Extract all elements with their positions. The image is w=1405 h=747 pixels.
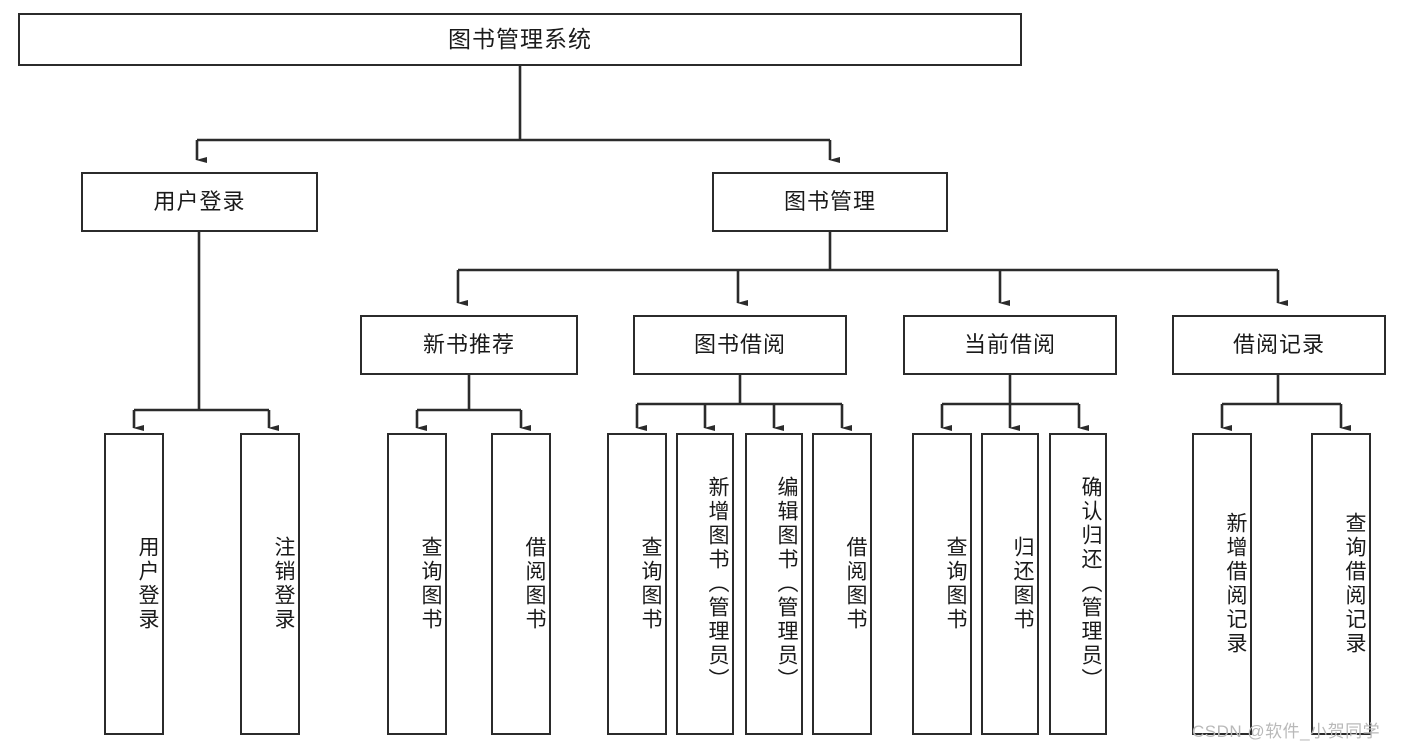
leaf-book-borrow-query-book[interactable]: 查询图书 bbox=[607, 433, 667, 735]
node-label: 借阅记录 bbox=[1232, 331, 1325, 357]
leaf-new-book-query-book[interactable]: 查询图书 bbox=[387, 433, 447, 735]
node-book-management[interactable]: 图书管理 bbox=[712, 172, 948, 232]
node-root-book-management-system[interactable]: 图书管理系统 bbox=[18, 13, 1022, 66]
node-label: 查询借阅记录 bbox=[1343, 512, 1366, 656]
leaf-current-borrow-confirm-return-admin[interactable]: 确认归还（管理员） bbox=[1049, 433, 1107, 735]
node-label: 用户登录 bbox=[153, 188, 246, 214]
leaf-current-borrow-query-book[interactable]: 查询图书 bbox=[912, 433, 972, 735]
node-label: 图书管理系统 bbox=[448, 25, 592, 52]
leaf-book-borrow-borrow-book[interactable]: 借阅图书 bbox=[812, 433, 872, 735]
node-label: 归还图书 bbox=[1011, 536, 1034, 632]
leaf-borrow-record-query-record[interactable]: 查询借阅记录 bbox=[1311, 433, 1371, 735]
leaf-current-borrow-return-book[interactable]: 归还图书 bbox=[981, 433, 1039, 735]
node-label: 查询图书 bbox=[639, 536, 662, 632]
leaf-user-login-logout[interactable]: 注销登录 bbox=[240, 433, 300, 735]
node-new-book-recommend[interactable]: 新书推荐 bbox=[360, 315, 578, 375]
node-borrow-record[interactable]: 借阅记录 bbox=[1172, 315, 1386, 375]
node-label: 查询图书 bbox=[419, 536, 442, 632]
node-label: 查询图书 bbox=[944, 536, 967, 632]
leaf-new-book-borrow-book[interactable]: 借阅图书 bbox=[491, 433, 551, 735]
leaf-user-login-login[interactable]: 用户登录 bbox=[104, 433, 164, 735]
node-label: 当前借阅 bbox=[963, 331, 1056, 357]
node-label: 编辑图书（管理员） bbox=[775, 476, 798, 692]
node-label: 图书管理 bbox=[783, 188, 876, 214]
node-label: 用户登录 bbox=[136, 536, 159, 632]
node-label: 新增借阅记录 bbox=[1224, 512, 1247, 656]
node-label: 新增图书（管理员） bbox=[706, 476, 729, 692]
node-label: 注销登录 bbox=[272, 536, 295, 632]
node-user-login[interactable]: 用户登录 bbox=[81, 172, 318, 232]
node-label: 确认归还（管理员） bbox=[1079, 476, 1102, 692]
node-current-borrow[interactable]: 当前借阅 bbox=[903, 315, 1117, 375]
node-label: 借阅图书 bbox=[523, 536, 546, 632]
node-label: 图书借阅 bbox=[693, 331, 786, 357]
csdn-watermark: CSDN @软件_小贺同学 bbox=[1192, 722, 1381, 741]
node-label: 借阅图书 bbox=[844, 536, 867, 632]
leaf-book-borrow-add-book-admin[interactable]: 新增图书（管理员） bbox=[676, 433, 734, 735]
leaf-book-borrow-edit-book-admin[interactable]: 编辑图书（管理员） bbox=[745, 433, 803, 735]
node-label: 新书推荐 bbox=[422, 331, 515, 357]
leaf-borrow-record-add-record[interactable]: 新增借阅记录 bbox=[1192, 433, 1252, 735]
node-book-borrow[interactable]: 图书借阅 bbox=[633, 315, 847, 375]
